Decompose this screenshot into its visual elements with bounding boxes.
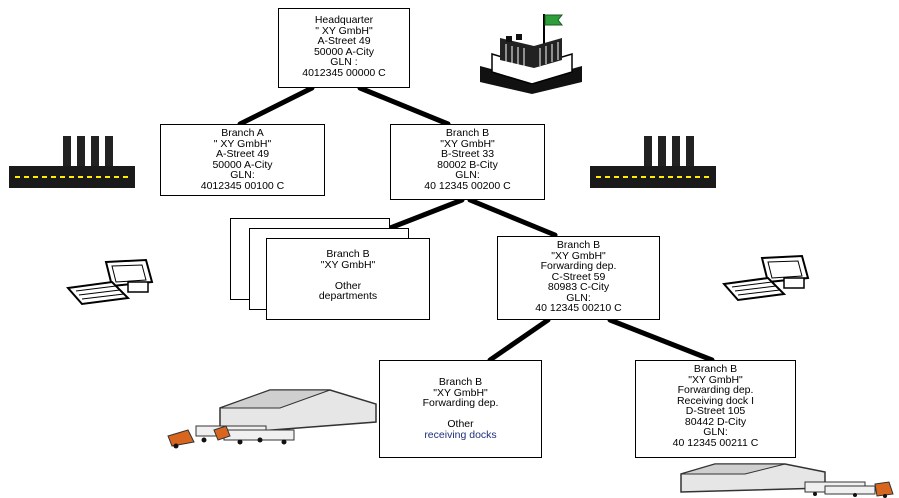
node-text-line: 40 12345 00210 C: [535, 302, 622, 314]
node-text-line: GLN:: [455, 169, 480, 181]
node-text-line: Forwarding dep.: [422, 397, 499, 409]
node-text-line: 4012345 00100 C: [200, 179, 285, 192]
node-text-line: Forwarding dep.: [677, 384, 754, 396]
node-forwarding-dep: Branch B"XY GmbH"Forwarding dep.C-Street…: [497, 236, 660, 320]
node-text-line: C-Street 59: [551, 270, 606, 283]
computer-icon: [66, 258, 154, 306]
edge-branch-b-forwarding: [467, 197, 558, 238]
node-text-line: GLN:: [230, 169, 255, 181]
node-text-line: Branch B: [438, 376, 483, 388]
node-text-line: 80002 B-City: [437, 158, 498, 171]
node-text-line: Branch B: [693, 363, 738, 375]
node-text-line: GLN:: [566, 291, 591, 304]
node-text-line: A-Street 49: [317, 35, 371, 47]
node-text-line: 50000 A-City: [313, 45, 375, 58]
node-text-line: Forwarding dep.: [540, 260, 617, 272]
node-text-line: GLN :: [330, 56, 358, 68]
node-receiving-dock-1: Branch B"XY GmbH"Forwarding dep.Receivin…: [635, 360, 796, 458]
warehouse-truck-icon: [167, 389, 377, 449]
node-text-line: B-Street 33: [440, 148, 495, 160]
node-text-line: D-Street 105: [685, 405, 746, 417]
node-text-line: Branch B: [445, 127, 490, 139]
warehouse-truck-icon: [680, 463, 894, 498]
node-text-line: 80983 C-City: [547, 281, 610, 293]
edge-forwarding-receiving-dock: [607, 317, 715, 363]
node-text-line: " XY GmbH": [315, 24, 373, 37]
factory-icon: [9, 136, 135, 188]
node-text-line: [269, 270, 427, 281]
node-text-line: A-Street 49: [215, 148, 270, 160]
node-text-line: 40 12345 00200 C: [424, 179, 511, 192]
edge-hq-branch-b: [357, 85, 451, 127]
node-text-line: Headquarter: [314, 14, 374, 26]
headquarter-building-icon: [480, 14, 582, 94]
node-text-line: receiving docks: [424, 428, 497, 441]
node-text-line: departments: [318, 290, 378, 302]
node-text-line: 4012345 00000 C: [302, 66, 386, 79]
node-text-line: Branch B: [326, 248, 370, 260]
node-text-line: 40 12345 00211 C: [672, 436, 759, 449]
edge-hq-branch-a: [237, 85, 315, 127]
node-text-line: "XY GmbH": [433, 386, 488, 399]
node-text-line: Branch A: [221, 127, 264, 139]
node-text-line: " XY GmbH": [213, 137, 272, 150]
node-text-line: "XY GmbH": [440, 137, 495, 150]
node-text-line: Receiving dock I: [676, 394, 755, 407]
factory-icon: [590, 136, 716, 188]
node-text-line: Other: [334, 279, 362, 292]
node-text-line: 80442 D-City: [684, 415, 747, 428]
node-text-line: GLN:: [703, 426, 728, 438]
node-text-line: "XY GmbH": [551, 249, 606, 262]
edge-branch-b-other-departments: [377, 197, 465, 235]
computer-icon: [722, 254, 810, 302]
node-text-line: Other: [447, 418, 474, 430]
node-text-line: 50000 A-City: [212, 158, 273, 171]
node-text-line: Branch B: [556, 239, 601, 251]
node-text-line: "XY GmbH": [688, 373, 743, 386]
node-text-line: "XY GmbH": [320, 258, 376, 271]
edge-forwarding-other-docks: [487, 317, 551, 363]
